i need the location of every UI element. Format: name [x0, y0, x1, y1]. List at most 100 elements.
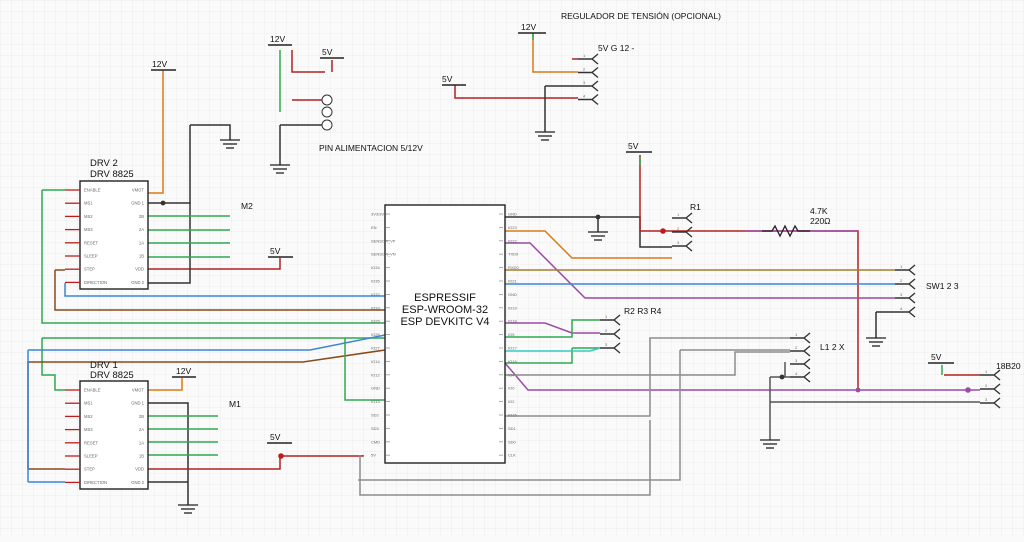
wire-reg-5v: [454, 85, 578, 99]
resistor-ref: R1: [690, 202, 701, 212]
wire-drv1-vmot: [148, 378, 183, 391]
junction-dot: [965, 387, 971, 393]
connector-pin-number: 1: [605, 314, 608, 319]
drv2-model: DRV 8825: [90, 169, 134, 180]
connector-r1: 123: [672, 212, 693, 252]
svg-text:12V: 12V: [270, 34, 285, 44]
wire-io16: [504, 362, 980, 391]
connector-pin: [790, 332, 811, 344]
svg-text:5V: 5V: [270, 432, 281, 442]
drv2-right-pin-label: VMOT: [132, 188, 145, 193]
connector-pin-number: 3: [677, 240, 680, 245]
power-label-12v-supply: 12V: [268, 34, 292, 46]
esp-right-pin-label: IO0: [508, 386, 515, 391]
supply-label: PIN ALIMENTACION 5/12V: [319, 143, 423, 153]
esp-line-3: ESP DEVKITC V4: [400, 316, 489, 328]
connector-sensor: 123: [980, 369, 1001, 409]
connector-pin-number: 3: [583, 80, 586, 85]
esp-right-pin-label: IO23: [508, 225, 517, 230]
esp-left-pin-label: IO35: [371, 279, 380, 284]
power-label-12v-reg: 12V: [518, 22, 546, 34]
esp-right-pin-label: SD0: [508, 439, 517, 444]
svg-text:5V: 5V: [628, 141, 639, 151]
drv1-right-pin-label: VDD: [135, 467, 144, 472]
connector-leds: 123: [600, 314, 621, 354]
wire-drv1-motor: [148, 415, 218, 456]
wire-supply-12v: [291, 50, 325, 73]
wire-drv2-dir: [64, 283, 385, 297]
esp-left-pin-label: EN: [371, 225, 377, 230]
wire-drv2-step: [54, 269, 385, 311]
esp-right-pin-label: IO21: [508, 279, 517, 284]
drv2-left-pin-label: MS3: [84, 227, 93, 232]
esp32-chip: [384, 204, 506, 464]
connector-pin: [790, 371, 811, 383]
resistor-value: 4.7K: [810, 206, 828, 216]
wire-drv1-dir: [27, 334, 386, 483]
svg-text:12V: 12V: [521, 22, 536, 32]
wire-lights-gray: [358, 349, 790, 496]
ground-icon: [588, 231, 608, 241]
connector-pin: [672, 226, 693, 238]
ground-icon: [270, 164, 290, 174]
esp-left-pin-label: IO34: [371, 265, 380, 270]
drv2-right-pin-label: GND 2: [131, 280, 144, 285]
drv1-right-pin-label: VMOT: [132, 388, 145, 393]
esp-right-pin-label: CLK: [508, 453, 516, 458]
esp-right-pin-label: IO19: [508, 305, 517, 310]
drv1-left-pin-label: MS1: [84, 401, 93, 406]
ground-icon: [760, 439, 780, 449]
esp-right-pin-label: RXD0: [508, 265, 519, 270]
switches-label: SW1 2 3: [926, 281, 959, 291]
esp-left-pin-label: SD3: [371, 426, 380, 431]
leds-label: R2 R3 R4: [624, 306, 662, 316]
wire-drv2-motor: [148, 215, 230, 258]
esp-right-pin-label: IO2: [508, 399, 515, 404]
connector-pin: [895, 306, 916, 318]
svg-text:12V: 12V: [152, 59, 167, 69]
drv1-left-pin-label: MS2: [84, 414, 93, 419]
esp-left-pin-label: SENSOR_VP: [371, 238, 396, 243]
esp-left-pin-label: IO12: [371, 372, 380, 377]
drv2-chip: [79, 180, 149, 290]
drv2-left-pin-label: MS2: [84, 214, 93, 219]
connector-pin: [600, 342, 621, 354]
connector-pin: [600, 328, 621, 340]
power-label-12v-drv2: 12V: [151, 59, 176, 71]
drv1-pins: ENABLEMS1MS2MS3RESETSLEEPSTEPDIRECTIONVM…: [65, 388, 145, 485]
connector-pin-number: 3: [900, 292, 903, 297]
junction-dot: [278, 453, 284, 459]
esp-line-1: ESPRESSIF: [414, 292, 476, 304]
esp-right-pin-label: IO5: [508, 332, 515, 337]
sensor-label: 18B20: [996, 361, 1021, 371]
wire-sw-gnd: [875, 311, 895, 338]
drv1-model: DRV 8825: [90, 370, 134, 381]
drv2-left-pin-label: ENABLE: [84, 188, 101, 193]
connector-pin-number: 1: [583, 53, 586, 58]
drv2-right-pin-label: VDD: [135, 267, 144, 272]
junction-dot: [595, 214, 601, 220]
wire-drv2-vdd: [148, 258, 281, 270]
wire-io4: [505, 351, 790, 376]
esp-left-pin-label: IO33: [371, 305, 380, 310]
drv2-left-pin-label: STEP: [84, 267, 95, 272]
connector-pin: [895, 264, 916, 276]
drv1-left-pin-label: ENABLE: [84, 388, 101, 393]
svg-text:12V: 12V: [176, 366, 191, 376]
resistor-symbol: [762, 224, 810, 238]
ground-icon: [866, 337, 886, 347]
connector-pin-number: 1: [985, 369, 988, 374]
lights-label: L1 2 X: [820, 342, 845, 352]
svg-text:5V: 5V: [322, 47, 333, 57]
drv1-left-pin-label: STEP: [84, 467, 95, 472]
connector-pin-number: 2: [583, 67, 586, 72]
esp-left-pin-label: IO25: [371, 319, 380, 324]
svg-text:5V: 5V: [931, 352, 942, 362]
esp-pins: 3V3/3V3ENSENSOR_VPSENSOR_VNIO34IO35IO32I…: [371, 212, 519, 458]
drv1-right-pin-label: GND 2: [131, 480, 144, 485]
connector-pin: [600, 314, 621, 326]
regulator-title: REGULADOR DE TENSIÓN (OPCIONAL): [561, 11, 721, 21]
connector-pin-number: 4: [795, 371, 798, 376]
connector-pin: [980, 397, 1001, 409]
